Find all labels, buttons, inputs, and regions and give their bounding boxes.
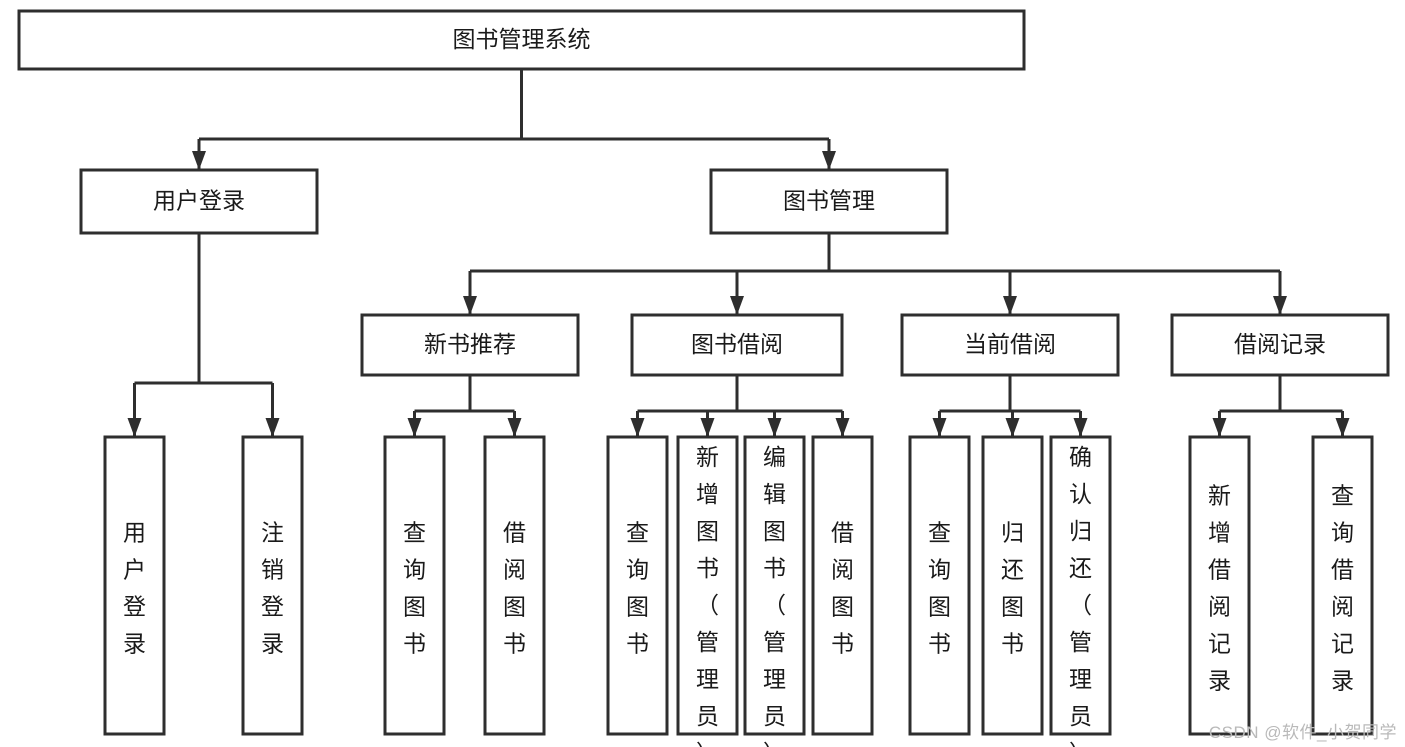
node-label-leaf-query-book-rec: 查询图书 [403,519,426,656]
node-label-book-management: 图书管理 [783,188,875,214]
arrow-head-leaf-return-book [1005,418,1020,437]
arrow-head-user-login [192,151,206,170]
node-box-leaf-add-borrow-record [1188,435,1251,736]
node-box-book-management [709,168,949,235]
node-leaf-query-book-current[interactable]: 查询图书 [908,435,971,736]
node-leaf-query-book-rec[interactable]: 查询图书 [383,435,446,736]
node-label-leaf-logout: 注销登录 [261,519,284,656]
node-label-current-borrow: 当前借阅 [964,331,1056,357]
node-label-leaf-query-book-borrow: 查询图书 [626,519,649,656]
node-box-user-login [79,168,319,235]
node-label-leaf-add-book-admin: 新增图书（管理员） [696,444,719,747]
node-book-management[interactable]: 图书管理 [709,168,949,235]
node-box-borrow-records [1170,313,1390,377]
node-box-leaf-confirm-return-admin [1049,435,1112,736]
node-box-new-book-recommend [360,313,580,377]
arrow-head-leaf-borrow-book-rec [507,418,522,437]
node-box-leaf-add-book-admin [676,435,739,736]
node-borrow-records[interactable]: 借阅记录 [1170,313,1390,377]
arrow-head-new-book-recommend [463,296,477,315]
node-box-leaf-query-book-borrow [606,435,669,736]
arrow-head-borrow-records [1273,296,1287,315]
node-box-leaf-query-book-rec [383,435,446,736]
node-current-borrow[interactable]: 当前借阅 [900,313,1120,377]
node-box-current-borrow [900,313,1120,377]
node-box-leaf-user-login [103,435,166,736]
node-user-login[interactable]: 用户登录 [79,168,319,235]
node-box-leaf-logout [241,435,304,736]
watermark-label: CSDN @软件_小贺同学 [1208,723,1397,742]
arrow-head-leaf-logout [265,418,280,437]
node-leaf-borrow-book[interactable]: 借阅图书 [811,435,874,736]
node-box-root [17,9,1026,71]
node-layer: 图书管理系统用户登录图书管理新书推荐图书借阅当前借阅借阅记录用户登录注销登录查询… [17,9,1390,747]
arrow-head-leaf-add-borrow-record [1212,418,1227,437]
node-leaf-borrow-book-rec[interactable]: 借阅图书 [483,435,546,736]
arrow-head-leaf-edit-book-admin [767,418,782,437]
node-label-leaf-edit-book-admin: 编辑图书（管理员） [763,444,786,747]
node-root[interactable]: 图书管理系统 [17,9,1026,71]
arrow-head-leaf-confirm-return-admin [1073,418,1088,437]
node-box-leaf-query-book-current [908,435,971,736]
node-leaf-return-book[interactable]: 归还图书 [981,435,1044,736]
arrow-head-leaf-query-book-current [932,418,947,437]
node-label-leaf-query-book-current: 查询图书 [928,519,951,656]
node-label-root: 图书管理系统 [453,26,591,52]
node-label-leaf-return-book: 归还图书 [1001,519,1024,656]
node-label-leaf-add-borrow-record: 新增借阅记录 [1208,482,1231,693]
node-leaf-add-book-admin[interactable]: 新增图书（管理员） [676,435,739,747]
node-leaf-confirm-return-admin[interactable]: 确认归还（管理员） [1049,435,1112,747]
node-leaf-query-book-borrow[interactable]: 查询图书 [606,435,669,736]
node-label-leaf-confirm-return-admin: 确认归还（管理员） [1069,444,1092,747]
node-box-leaf-borrow-book-rec [483,435,546,736]
arrow-head-leaf-user-login [127,418,142,437]
arrow-head-leaf-query-borrow-record [1335,418,1350,437]
node-leaf-logout[interactable]: 注销登录 [241,435,304,736]
node-label-borrow-records: 借阅记录 [1234,331,1326,357]
node-leaf-edit-book-admin[interactable]: 编辑图书（管理员） [743,435,806,747]
node-box-leaf-query-borrow-record [1311,435,1374,736]
node-label-leaf-borrow-book: 借阅图书 [831,519,854,656]
node-label-leaf-borrow-book-rec: 借阅图书 [503,519,526,656]
node-box-leaf-return-book [981,435,1044,736]
node-box-book-borrow [630,313,844,377]
arrow-head-leaf-add-book-admin [700,418,715,437]
node-label-book-borrow: 图书借阅 [691,331,783,357]
arrow-head-leaf-query-book-borrow [630,418,645,437]
node-label-leaf-query-borrow-record: 查询借阅记录 [1331,482,1354,693]
connector-layer [127,69,1350,437]
arrow-head-leaf-query-book-rec [407,418,422,437]
node-label-leaf-user-login: 用户登录 [123,519,146,656]
node-box-leaf-borrow-book [811,435,874,736]
node-leaf-user-login[interactable]: 用户登录 [103,435,166,736]
arrow-head-current-borrow [1003,296,1017,315]
arrow-head-leaf-borrow-book [835,418,850,437]
node-leaf-query-borrow-record[interactable]: 查询借阅记录 [1311,435,1374,736]
arrow-head-book-management [822,151,836,170]
node-label-user-login: 用户登录 [153,188,245,214]
arrow-head-book-borrow [730,296,744,315]
node-box-leaf-edit-book-admin [743,435,806,736]
node-label-new-book-recommend: 新书推荐 [424,331,516,357]
node-leaf-add-borrow-record[interactable]: 新增借阅记录 [1188,435,1251,736]
node-book-borrow[interactable]: 图书借阅 [630,313,844,377]
node-new-book-recommend[interactable]: 新书推荐 [360,313,580,377]
